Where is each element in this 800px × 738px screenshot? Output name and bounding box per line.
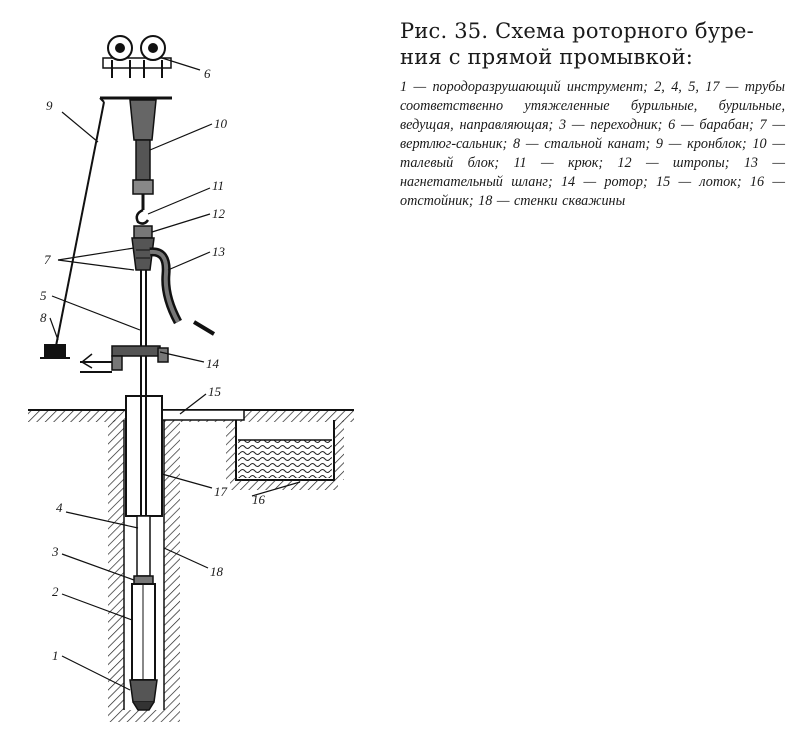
label-18: 18 [210, 564, 224, 579]
mud-chute [159, 409, 245, 421]
crown-block [100, 35, 172, 100]
settling-pit [226, 420, 344, 490]
mud-hose [149, 247, 216, 336]
part-number-labels: 6 9 10 11 12 13 7 5 8 14 15 17 16 4 3 18… [40, 66, 266, 663]
label-6: 6 [204, 66, 211, 81]
label-1: 1 [52, 648, 59, 663]
label-8: 8 [40, 310, 47, 325]
label-15: 15 [208, 384, 222, 399]
traveling-block [129, 99, 157, 195]
label-14: 14 [206, 356, 220, 371]
bottom-hole-assembly [129, 515, 158, 711]
caption-title-line-2: ния с прямой промывкой: [400, 45, 694, 69]
label-7: 7 [44, 252, 51, 267]
figure-caption: Рис. 35. Схема роторного буре- ния с пря… [400, 18, 785, 211]
swivel [131, 225, 155, 271]
label-10: 10 [214, 116, 228, 131]
rotary-table [80, 345, 169, 373]
caption-title: Рис. 35. Схема роторного буре- ния с пря… [400, 18, 785, 70]
leader-lines [49, 57, 301, 691]
label-3: 3 [51, 544, 59, 559]
label-11: 11 [212, 178, 224, 193]
caption-legend: 1 — породоразрушающий инструмент; 2, 4, … [400, 79, 785, 209]
label-9: 9 [46, 98, 53, 113]
conductor-pipe [125, 395, 163, 517]
label-4: 4 [56, 500, 63, 515]
wire-rope [40, 97, 105, 359]
label-16: 16 [252, 492, 266, 507]
label-13: 13 [212, 244, 226, 259]
borehole-walls [108, 420, 180, 722]
label-5: 5 [40, 288, 47, 303]
caption-title-line-1: Рис. 35. Схема роторного буре- [400, 19, 754, 43]
hook [135, 194, 150, 225]
label-2: 2 [52, 584, 59, 599]
label-17: 17 [214, 484, 228, 499]
label-12: 12 [212, 206, 226, 221]
